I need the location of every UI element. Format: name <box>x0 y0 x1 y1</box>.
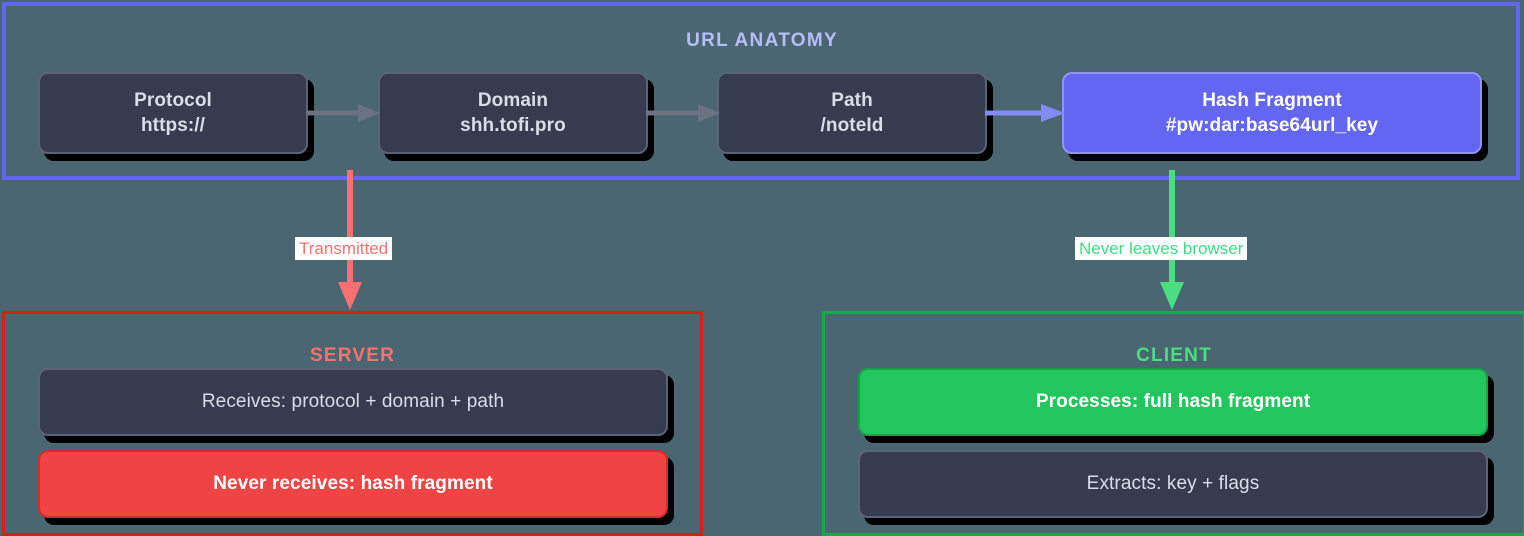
node-client-extracts[interactable]: Extracts: key + flags <box>858 450 1488 518</box>
node-domain-label: Domain <box>477 90 549 111</box>
node-client-processes-text: Processes: full hash fragment <box>1035 391 1311 412</box>
arrow-down-icon-never-leaves-browser <box>1160 170 1184 310</box>
node-client-extracts-text: Extracts: key + flags <box>1086 473 1260 494</box>
node-client-processes[interactable]: Processes: full hash fragment <box>858 368 1488 436</box>
arrow-right-icon-path-to-hash <box>985 104 1065 122</box>
node-domain[interactable]: Domain shh.tofi.pro <box>378 72 648 154</box>
node-path-value: /noteId <box>820 115 884 136</box>
node-protocol-label: Protocol <box>134 90 212 111</box>
client-panel-title: CLIENT <box>1136 345 1212 366</box>
server-panel-title: SERVER <box>310 345 395 366</box>
arrow-right-icon-protocol-to-domain <box>306 104 380 122</box>
node-path[interactable]: Path /noteId <box>717 72 987 154</box>
node-server-receives[interactable]: Receives: protocol + domain + path <box>38 368 668 436</box>
edge-label-transmitted: Transmitted <box>295 237 393 260</box>
node-server-never-receives-text: Never receives: hash fragment <box>213 473 493 494</box>
node-protocol-value: https:// <box>140 115 206 136</box>
arrow-right-icon-domain-to-path <box>646 104 720 122</box>
node-server-receives-text: Receives: protocol + domain + path <box>201 391 505 412</box>
node-server-never-receives[interactable]: Never receives: hash fragment <box>38 450 668 518</box>
node-domain-value: shh.tofi.pro <box>460 115 566 136</box>
url-anatomy-title: URL ANATOMY <box>686 30 838 51</box>
url-anatomy-panel <box>2 2 1520 180</box>
edge-label-never-leaves-browser: Never leaves browser <box>1075 237 1248 260</box>
node-path-label: Path <box>831 90 873 111</box>
node-hash-label: Hash Fragment <box>1202 90 1342 111</box>
arrow-down-icon-transmitted <box>338 170 362 310</box>
node-hash-value: #pw:dar:base64url_key <box>1165 115 1379 136</box>
node-protocol[interactable]: Protocol https:// <box>38 72 308 154</box>
node-hash-fragment[interactable]: Hash Fragment #pw:dar:base64url_key <box>1062 72 1482 154</box>
